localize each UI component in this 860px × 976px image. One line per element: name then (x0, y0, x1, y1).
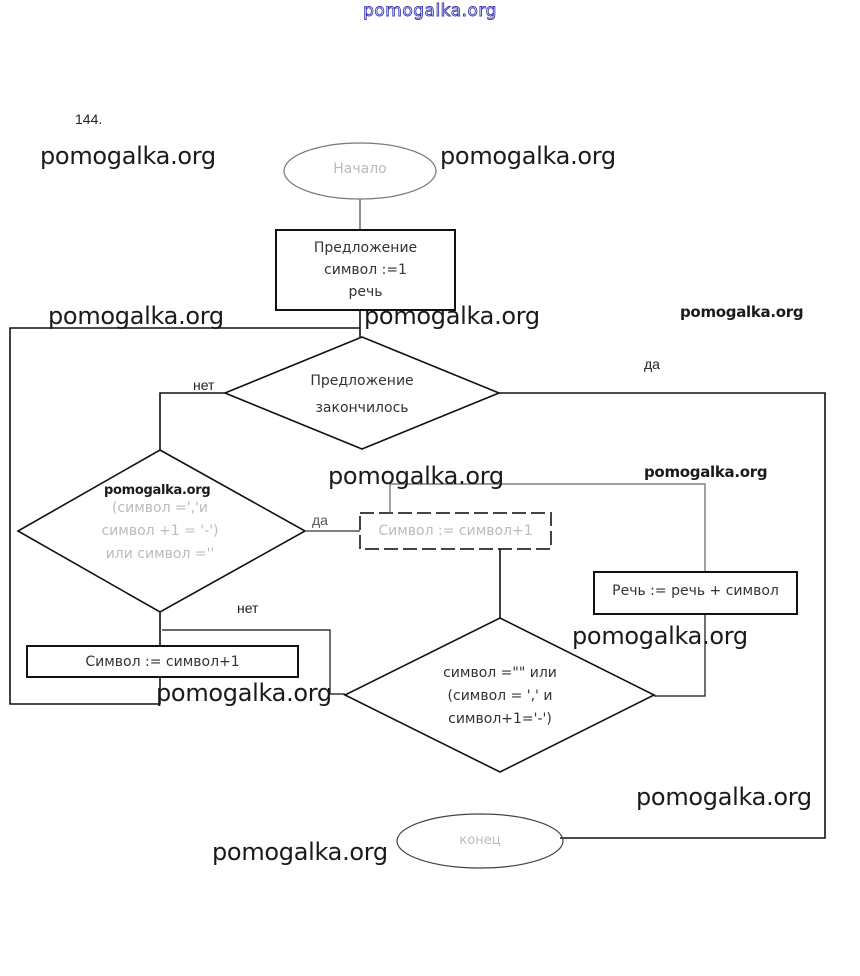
watermark: pomogalka.org (212, 838, 388, 866)
problem-number: 144. (75, 111, 103, 127)
connector-increment-up (389, 483, 706, 572)
watermark: pomogalka.org (328, 462, 504, 490)
label-yes: да (312, 512, 328, 528)
increment-left-block (26, 645, 299, 678)
end-terminator (396, 813, 564, 869)
init-block-text: Предложение символ :=1 речь (276, 237, 455, 303)
decision-inner (343, 617, 656, 773)
decision-line: символ +1 = '-') (101, 523, 219, 539)
decision-line: или символ ='' (105, 546, 215, 562)
watermark-top: pomogalka.org (363, 1, 497, 22)
decision-sentence-end-text: Предложение закончилось (282, 368, 442, 422)
increment-right-block (359, 512, 552, 550)
watermark: pomogalka.org (104, 483, 211, 498)
watermark: pomogalka.org (40, 142, 216, 170)
watermark: pomogalka.org (364, 302, 540, 330)
decision-line: закончилось (315, 400, 409, 416)
watermark: pomogalka.org (48, 302, 224, 330)
watermark: pomogalka.org (440, 142, 616, 170)
decision-line: Предложение (310, 373, 414, 389)
label-no: нет (193, 377, 215, 393)
init-block (275, 229, 456, 311)
start-label: Начало (333, 161, 387, 177)
decision-line: (символ = ',' и (447, 688, 553, 704)
decision-line: (символ =','и (111, 500, 208, 516)
label-yes: да (644, 356, 660, 372)
increment-right-text: Символ := символ+1 (378, 523, 533, 539)
append-text: Речь := речь + символ (612, 583, 779, 599)
watermark: pomogalka.org (644, 463, 768, 481)
connector-loop-back (9, 327, 360, 705)
end-label: конец (459, 833, 501, 848)
connector-append-down (654, 614, 706, 697)
decision-left-text: (символ =','и символ +1 = '-') или симво… (80, 497, 240, 566)
init-line: Предложение (313, 240, 418, 256)
watermark: pomogalka.org (572, 622, 748, 650)
increment-left-text: Символ := символ+1 (85, 654, 240, 670)
decision-inner-text: символ ="" или (символ = ',' и символ+1=… (420, 662, 580, 731)
watermark: pomogalka.org (680, 303, 804, 321)
decision-sentence-end (222, 336, 502, 450)
watermark: pomogalka.org (636, 783, 812, 811)
decision-line: символ+1='-') (448, 711, 552, 727)
watermark: pomogalka.org (156, 679, 332, 707)
decision-line: символ ="" или (443, 665, 557, 681)
init-line: речь (348, 284, 383, 300)
connector-left-to-inner (162, 629, 345, 695)
append-block (593, 571, 798, 615)
init-line: символ :=1 (324, 262, 407, 278)
connector-decision1-yes (499, 392, 826, 839)
connector-decision1-no (159, 392, 225, 450)
label-no: нет (237, 600, 259, 616)
